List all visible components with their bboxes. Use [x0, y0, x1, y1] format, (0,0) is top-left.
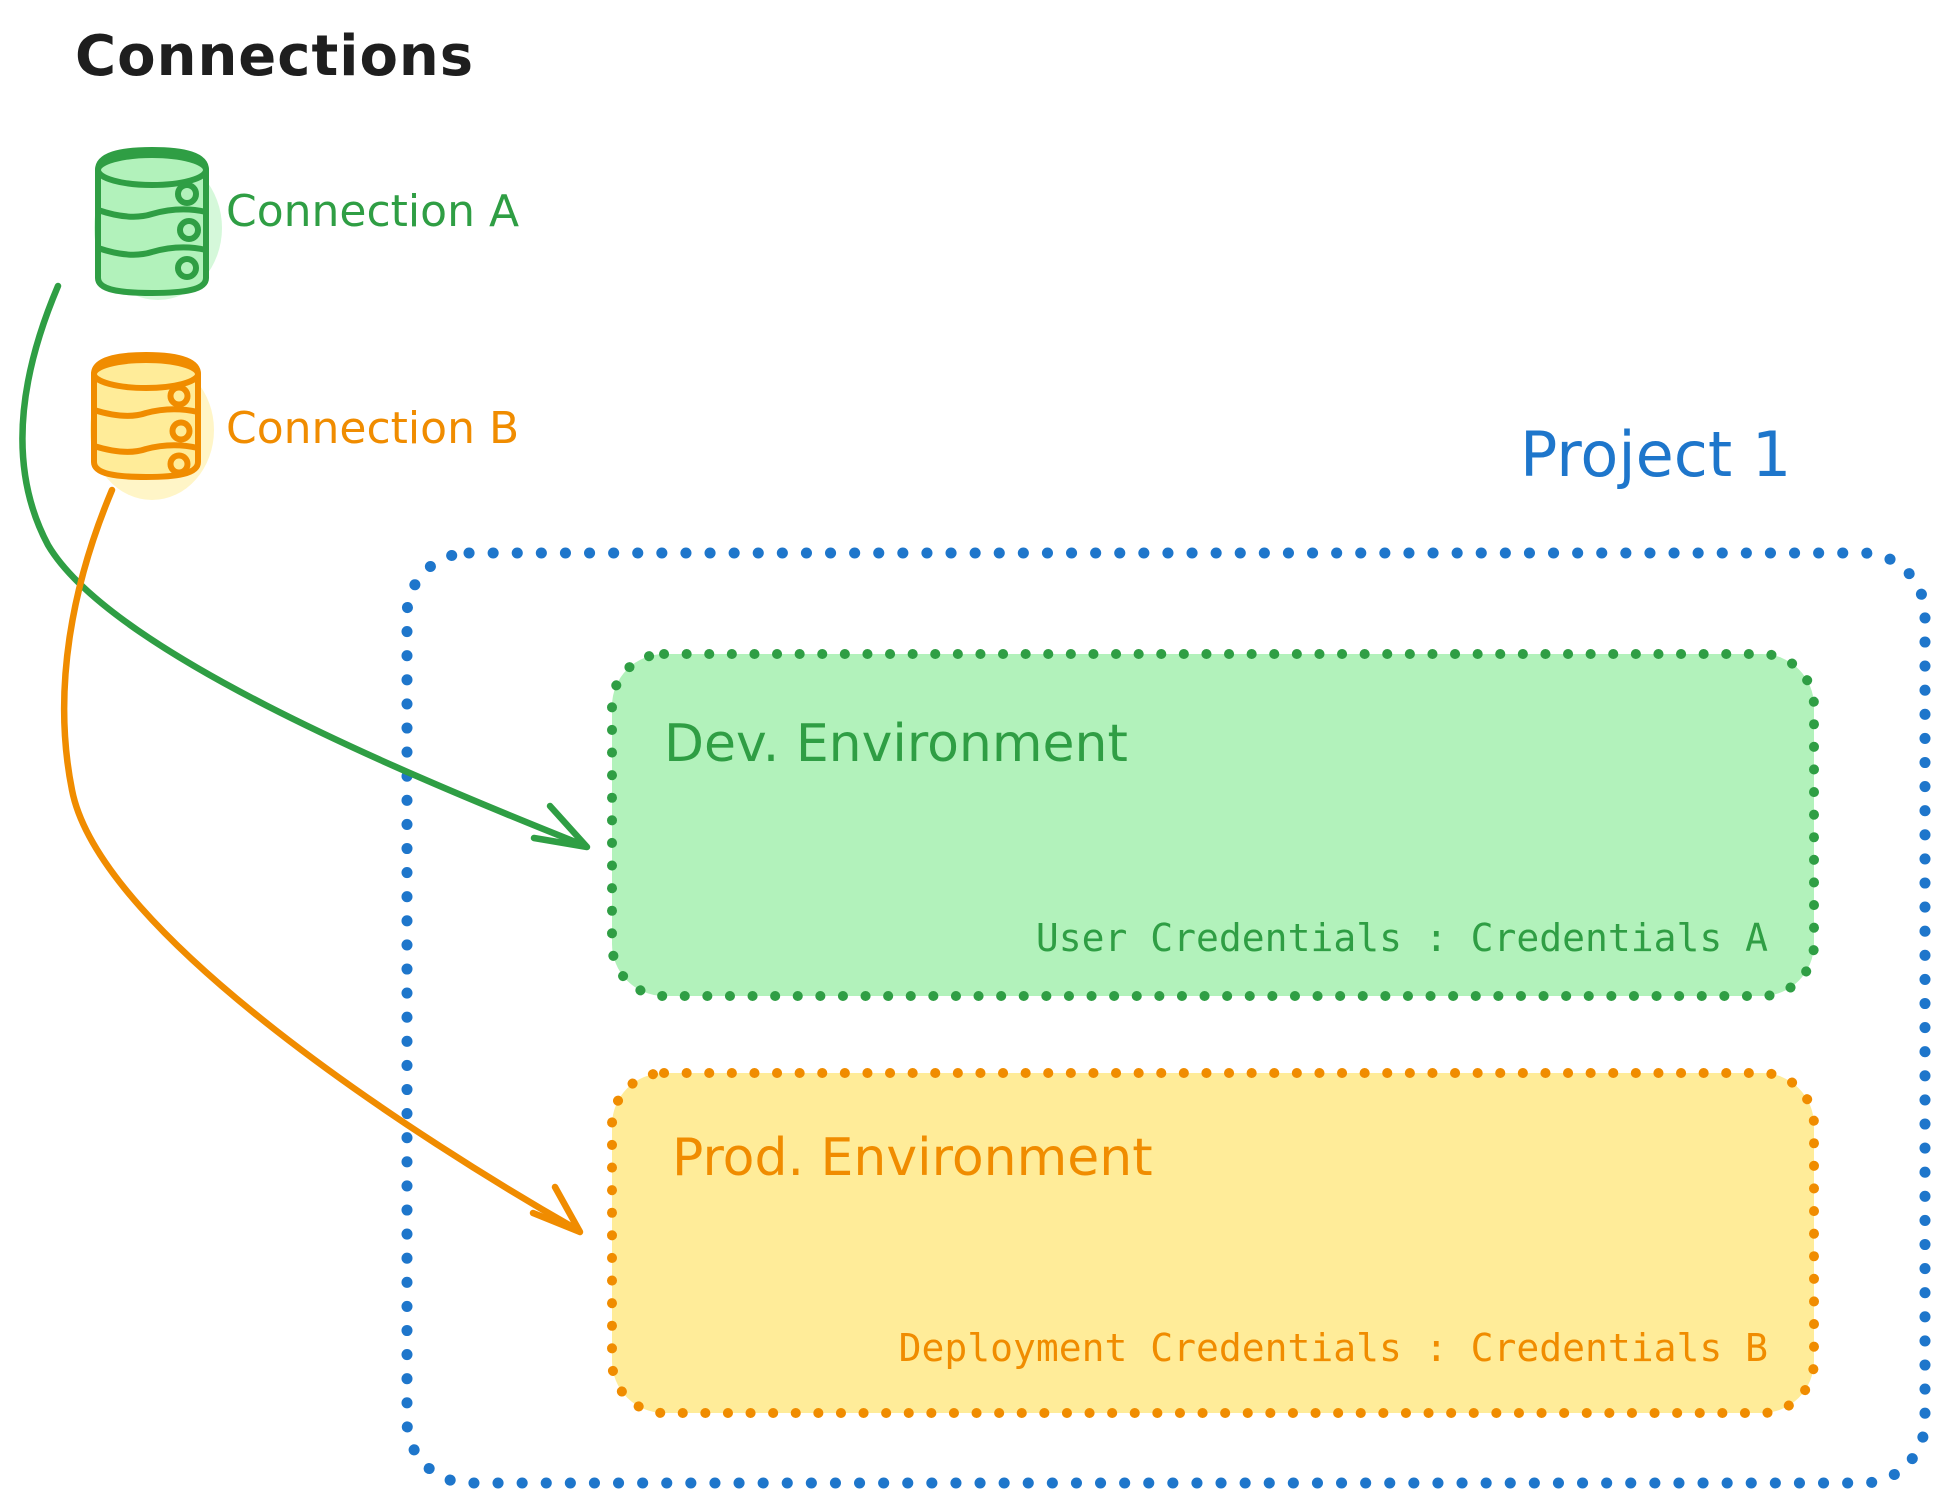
- connection-b-to-prod-arrow: [60, 486, 584, 1236]
- dev-environment-credentials: User Credentials : Credentials A: [1035, 916, 1768, 960]
- prod-environment-title: Prod. Environment: [672, 1128, 1153, 1188]
- dev-environment-title: Dev. Environment: [664, 714, 1128, 774]
- connection-a-database-icon: [94, 147, 222, 300]
- connection-b-label: Connection B: [226, 403, 520, 454]
- prod-environment-box: [607, 1068, 1819, 1418]
- project-box: [401, 547, 1931, 1489]
- connection-a-label: Connection A: [226, 186, 520, 237]
- connections-title: Connections: [75, 24, 475, 89]
- connection-a-to-dev-arrow: [19, 282, 591, 851]
- project-title: Project 1: [1520, 418, 1792, 491]
- dev-environment-box: [607, 649, 1819, 1001]
- prod-environment-credentials: Deployment Credentials : Credentials B: [898, 1326, 1768, 1370]
- connection-b-database-icon: [90, 352, 214, 500]
